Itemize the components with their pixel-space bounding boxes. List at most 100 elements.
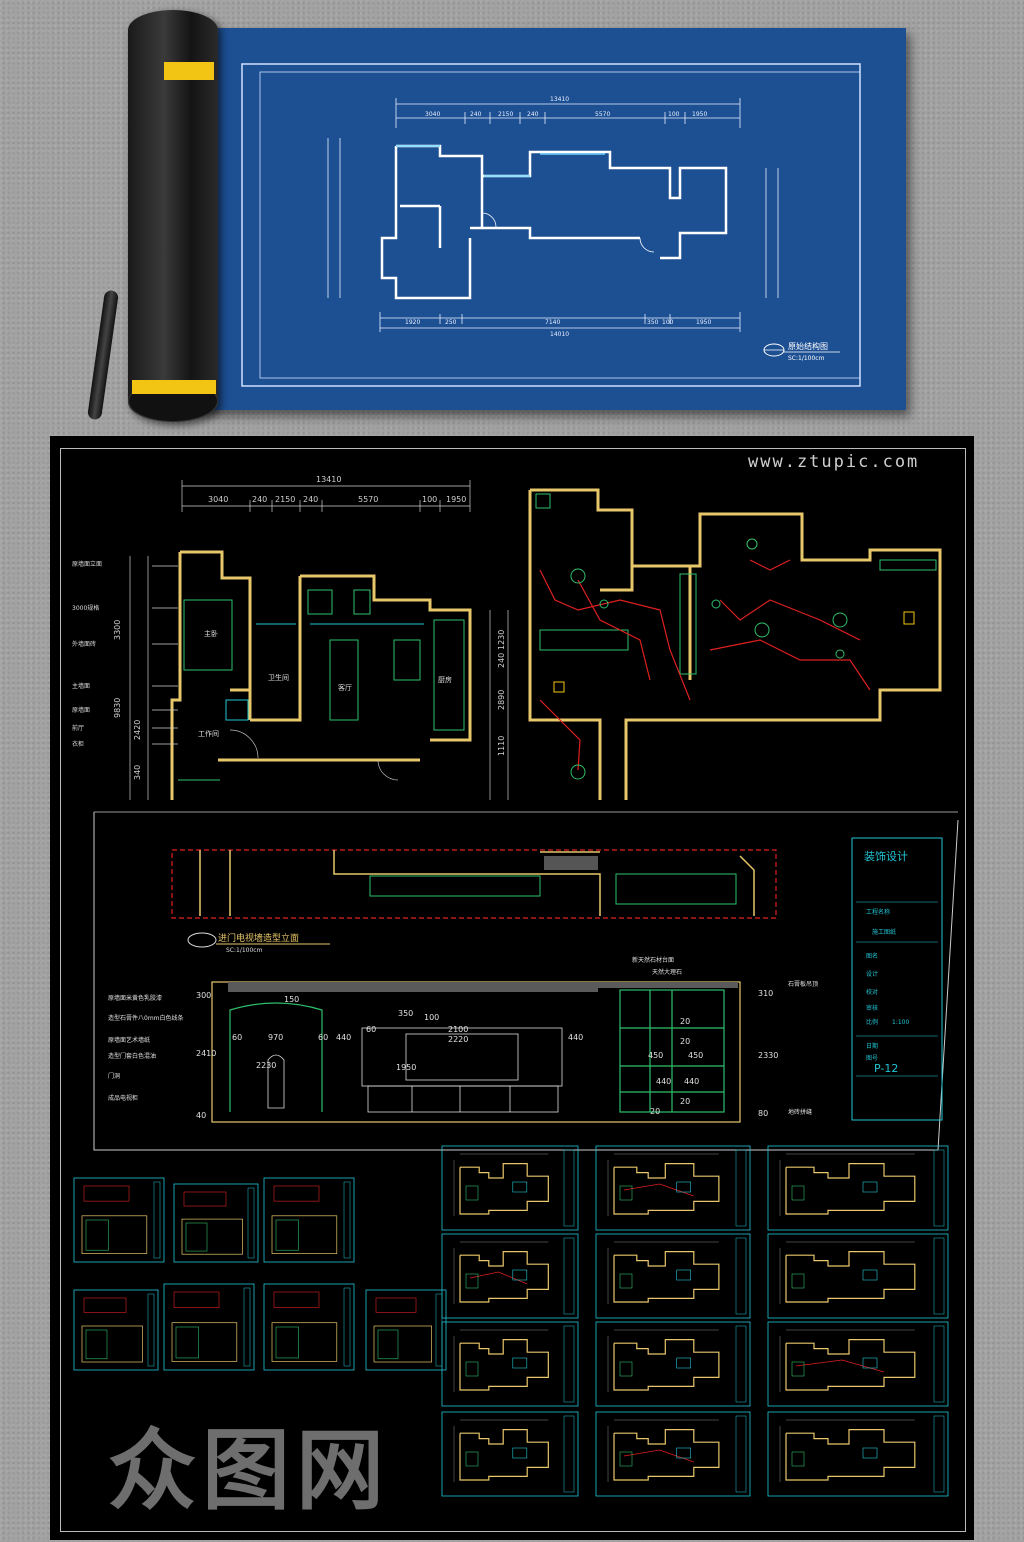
bp-dim-top-total: 13410 — [550, 96, 569, 103]
plan-dim: 100 — [422, 495, 437, 504]
elev-dim: 350 — [398, 1009, 413, 1018]
plan-dim: 5570 — [358, 495, 378, 504]
bp-dim: 7140 — [545, 319, 560, 326]
plan-dim: 1230 — [497, 630, 506, 650]
title-block-field: 校对 — [866, 988, 878, 996]
elevation-thumbnail — [73, 1289, 159, 1371]
elev-dim: 970 — [268, 1033, 283, 1042]
bp-title: 原始结构图 — [788, 341, 828, 351]
plan-dim: 3300 — [113, 620, 122, 640]
plan-dim: 340 — [133, 765, 142, 780]
elevation-thumbnail — [365, 1289, 447, 1371]
elev-dim: 60 — [318, 1033, 328, 1042]
elev-dim: 2100 — [448, 1025, 468, 1034]
elev-dim: 150 — [284, 995, 299, 1004]
elevation-thumbnail — [163, 1283, 255, 1371]
plan-dim: 2890 — [497, 690, 506, 710]
plan-thumbnail — [441, 1233, 579, 1319]
elevation-scale: SC:1/100cm — [226, 947, 263, 954]
plan-thumbnail — [595, 1321, 751, 1407]
plan-dim: 9830 — [113, 698, 122, 718]
elev-dim: 20 — [680, 1017, 690, 1026]
title-block-field: 施工图纸 — [872, 928, 896, 936]
title-block-field: 设计 — [866, 970, 878, 978]
plan-thumbnail — [441, 1321, 579, 1407]
room-label: 主卧 — [204, 629, 218, 638]
title-block-field: 1:100 — [892, 1019, 909, 1026]
plan-thumbnail — [595, 1411, 751, 1497]
plan-note: 外墙面砖 — [72, 640, 96, 648]
room-label: 卫生间 — [268, 673, 289, 682]
drawing-number: P-12 — [874, 1062, 898, 1075]
plan-note: 原墙面立面 — [72, 560, 102, 568]
elev-note: 地砖拼缝 — [788, 1108, 812, 1116]
bp-dim: 1950 — [696, 319, 711, 326]
bp-dim-bottom-total: 14010 — [550, 331, 569, 338]
bp-dim: 1920 — [405, 319, 420, 326]
roll-band-top — [164, 62, 214, 80]
floor-plan: 13410 3040 240 2150 240 5570 100 1950 — [72, 475, 509, 800]
elev-dim: 300 — [196, 991, 211, 1000]
plan-dim: 240 — [303, 495, 318, 504]
title-block-field: 日期 — [866, 1042, 878, 1050]
elev-dim: 440 — [656, 1077, 671, 1086]
plan-note: 主墙面 — [72, 682, 90, 690]
plan-dim: 1110 — [497, 736, 506, 756]
elev-dim: 440 — [684, 1077, 699, 1086]
elev-dim: 2330 — [758, 1051, 778, 1060]
plan-note: 3000规格 — [72, 604, 99, 612]
bp-dim: 1950 — [692, 111, 707, 118]
thumbnail-sheets — [73, 1145, 949, 1497]
roll-band-bottom — [132, 380, 216, 394]
elev-note: 新天然石材台面 — [632, 956, 674, 964]
elev-note: 原墙面米黄色乳胶漆 — [108, 994, 162, 1002]
elev-note: 天然大理石 — [652, 968, 682, 976]
plan-thumbnail — [441, 1145, 579, 1231]
plan-thumbnail — [767, 1145, 949, 1231]
elev-dim: 440 — [336, 1033, 351, 1042]
elev-dim: 40 — [196, 1111, 206, 1120]
elev-note: 石膏板吊顶 — [788, 980, 818, 988]
plan-note: 衣柜 — [72, 740, 84, 748]
elev-note: 成品电视柜 — [108, 1094, 138, 1102]
elev-dim: 2230 — [256, 1061, 276, 1070]
plan-dim-total: 13410 — [316, 475, 341, 484]
room-label: 厨房 — [438, 675, 452, 684]
plan-thumbnail — [441, 1411, 579, 1497]
elev-note: 原墙面艺术墙纸 — [108, 1036, 150, 1044]
plan-thumbnail — [767, 1321, 949, 1407]
watermark-url: www.ztupic.com — [748, 452, 920, 472]
elev-dim: 20 — [680, 1037, 690, 1046]
plan-thumbnail — [595, 1233, 751, 1319]
elevation-thumbnail — [263, 1283, 355, 1371]
elevation-thumbnail — [263, 1177, 355, 1263]
bp-dim: 240 — [527, 111, 539, 118]
bp-scale: SC:1/100cm — [788, 355, 825, 362]
elev-dim: 440 — [568, 1033, 583, 1042]
elev-dim: 80 — [758, 1109, 768, 1118]
blueprint-drawing: 13410 3040 240 2150 240 5570 100 1950 — [241, 63, 861, 387]
elev-dim: 1950 — [396, 1063, 416, 1072]
plan-dim: 3040 — [208, 495, 228, 504]
room-label: 工作间 — [198, 729, 219, 738]
elevation-thumbnail — [173, 1183, 259, 1263]
elev-dim: 20 — [680, 1097, 690, 1106]
bp-dim: 100 — [662, 319, 674, 326]
plan-thumbnail — [767, 1233, 949, 1319]
elev-dim: 450 — [688, 1051, 703, 1060]
plan-dim: 1950 — [446, 495, 466, 504]
plan-dim: 240 — [252, 495, 267, 504]
elev-dim: 60 — [366, 1025, 376, 1034]
title-block-field: 审核 — [866, 1004, 878, 1012]
blueprint-sheet: 13410 3040 240 2150 240 5570 100 1950 — [200, 28, 906, 410]
cad-frame — [60, 448, 966, 1532]
bp-dim: 240 — [470, 111, 482, 118]
elev-dim: 2220 — [448, 1035, 468, 1044]
title-block-field: 图名 — [866, 952, 878, 960]
elevation-thumbnail — [73, 1177, 165, 1263]
plan-thumbnail — [595, 1145, 751, 1231]
elev-note: 门洞 — [108, 1072, 120, 1080]
bp-dim: 100 — [668, 111, 680, 118]
bp-dim: 5570 — [595, 111, 610, 118]
